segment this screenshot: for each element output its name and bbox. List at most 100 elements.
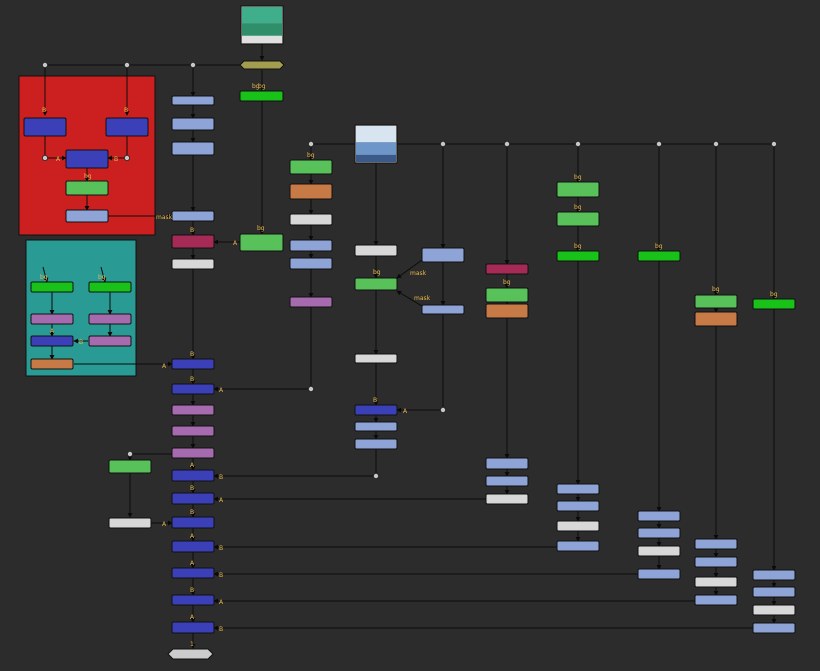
keyer-node[interactable] xyxy=(556,181,600,198)
keyer-node[interactable] xyxy=(65,180,109,196)
color-correct-node[interactable] xyxy=(694,311,738,327)
dot-node[interactable] xyxy=(575,140,582,147)
keyer-node[interactable] xyxy=(485,287,529,303)
premult-node[interactable] xyxy=(171,234,215,249)
grade-node[interactable] xyxy=(289,239,333,252)
keyer-node[interactable] xyxy=(752,298,796,310)
merge-node[interactable] xyxy=(171,469,215,482)
keymix-node[interactable] xyxy=(239,233,284,252)
grade-node[interactable] xyxy=(171,95,215,106)
grade-node[interactable] xyxy=(171,117,215,131)
green-landscape-thumbnail[interactable] xyxy=(240,5,284,45)
dot-node[interactable] xyxy=(372,472,379,479)
merge-node[interactable] xyxy=(171,567,215,579)
merge-node[interactable] xyxy=(171,358,215,370)
filter-node[interactable] xyxy=(171,404,215,416)
filter-node[interactable] xyxy=(289,296,333,308)
grade-node[interactable] xyxy=(485,457,529,470)
dot-node[interactable] xyxy=(42,62,49,69)
transform-node[interactable] xyxy=(354,353,398,364)
grade-node[interactable] xyxy=(354,421,398,432)
grade-node[interactable] xyxy=(694,538,738,550)
filter-node[interactable] xyxy=(88,313,132,325)
edge-label-mask: mask xyxy=(414,295,431,302)
grade-node[interactable] xyxy=(421,304,465,315)
grade-node[interactable] xyxy=(354,438,398,450)
keyer-node[interactable] xyxy=(30,281,74,293)
merge-node[interactable] xyxy=(105,117,149,137)
merge-node[interactable] xyxy=(171,594,215,606)
grade-node[interactable] xyxy=(556,483,600,495)
dot-node[interactable] xyxy=(124,154,131,161)
grade-node[interactable] xyxy=(171,210,215,222)
dot-node[interactable] xyxy=(127,450,134,457)
merge-node[interactable] xyxy=(171,540,215,553)
grade-node[interactable] xyxy=(694,556,738,568)
keyer-node[interactable] xyxy=(556,211,600,227)
viewer-node[interactable] xyxy=(167,648,214,660)
backdrop-teal[interactable] xyxy=(25,239,137,377)
grade-node[interactable] xyxy=(637,568,681,580)
blue-sky-thumbnail[interactable] xyxy=(354,124,398,164)
grade-node[interactable] xyxy=(752,586,796,598)
merge-node[interactable] xyxy=(354,404,398,416)
transform-node[interactable] xyxy=(289,213,333,226)
transform-node[interactable] xyxy=(556,520,600,532)
transform-node[interactable] xyxy=(637,545,681,557)
premult-node[interactable] xyxy=(485,263,529,275)
color-correct-node[interactable] xyxy=(289,183,333,200)
filter-node[interactable] xyxy=(171,447,215,459)
dot-node[interactable] xyxy=(439,140,446,147)
grade-node[interactable] xyxy=(289,257,333,270)
color-correct-node[interactable] xyxy=(485,303,529,319)
grade-node[interactable] xyxy=(421,247,465,263)
grade-node[interactable] xyxy=(171,141,215,156)
grade-node[interactable] xyxy=(485,475,529,487)
dot-node[interactable] xyxy=(42,154,49,161)
dot-node[interactable] xyxy=(713,140,720,147)
keyer-node[interactable] xyxy=(556,250,600,262)
grade-node[interactable] xyxy=(694,594,738,606)
merge-node[interactable] xyxy=(171,621,215,634)
merge-node[interactable] xyxy=(171,383,215,395)
grade-node[interactable] xyxy=(752,569,796,581)
dot-node[interactable] xyxy=(439,406,446,413)
transform-node[interactable] xyxy=(171,258,215,270)
filter-node[interactable] xyxy=(88,335,132,347)
dot-node[interactable] xyxy=(307,385,314,392)
dot-node[interactable] xyxy=(124,62,131,69)
keyer-node[interactable] xyxy=(637,250,681,262)
transform-node[interactable] xyxy=(694,576,738,588)
dot-node[interactable] xyxy=(503,140,510,147)
filter-node[interactable] xyxy=(30,313,74,325)
transform-node[interactable] xyxy=(485,493,529,505)
merge-node[interactable] xyxy=(171,492,215,505)
transform-node[interactable] xyxy=(752,604,796,616)
dot-node[interactable] xyxy=(307,140,314,147)
key-node[interactable] xyxy=(239,90,284,102)
merge-node[interactable] xyxy=(30,335,74,347)
transform-node[interactable] xyxy=(108,517,152,529)
filter-node[interactable] xyxy=(171,425,215,437)
grade-node[interactable] xyxy=(752,622,796,634)
grade-node[interactable] xyxy=(637,527,681,539)
keyer-node[interactable] xyxy=(289,159,333,175)
read-node[interactable] xyxy=(239,60,285,70)
dot-node[interactable] xyxy=(656,140,663,147)
merge-node[interactable] xyxy=(23,117,67,137)
color-correct-node[interactable] xyxy=(30,358,74,370)
keyer-node[interactable] xyxy=(88,281,132,293)
grade-node[interactable] xyxy=(637,510,681,522)
transform-node[interactable] xyxy=(354,244,398,257)
grade-node[interactable] xyxy=(65,209,109,223)
merge-node[interactable] xyxy=(65,149,109,169)
dot-node[interactable] xyxy=(771,140,778,147)
keyer-node[interactable] xyxy=(108,459,152,474)
keyer-node[interactable] xyxy=(354,277,398,291)
grade-node[interactable] xyxy=(556,540,600,552)
merge-node[interactable] xyxy=(171,516,215,529)
grade-node[interactable] xyxy=(556,500,600,512)
dot-node[interactable] xyxy=(189,62,196,69)
keyer-node[interactable] xyxy=(694,294,738,309)
